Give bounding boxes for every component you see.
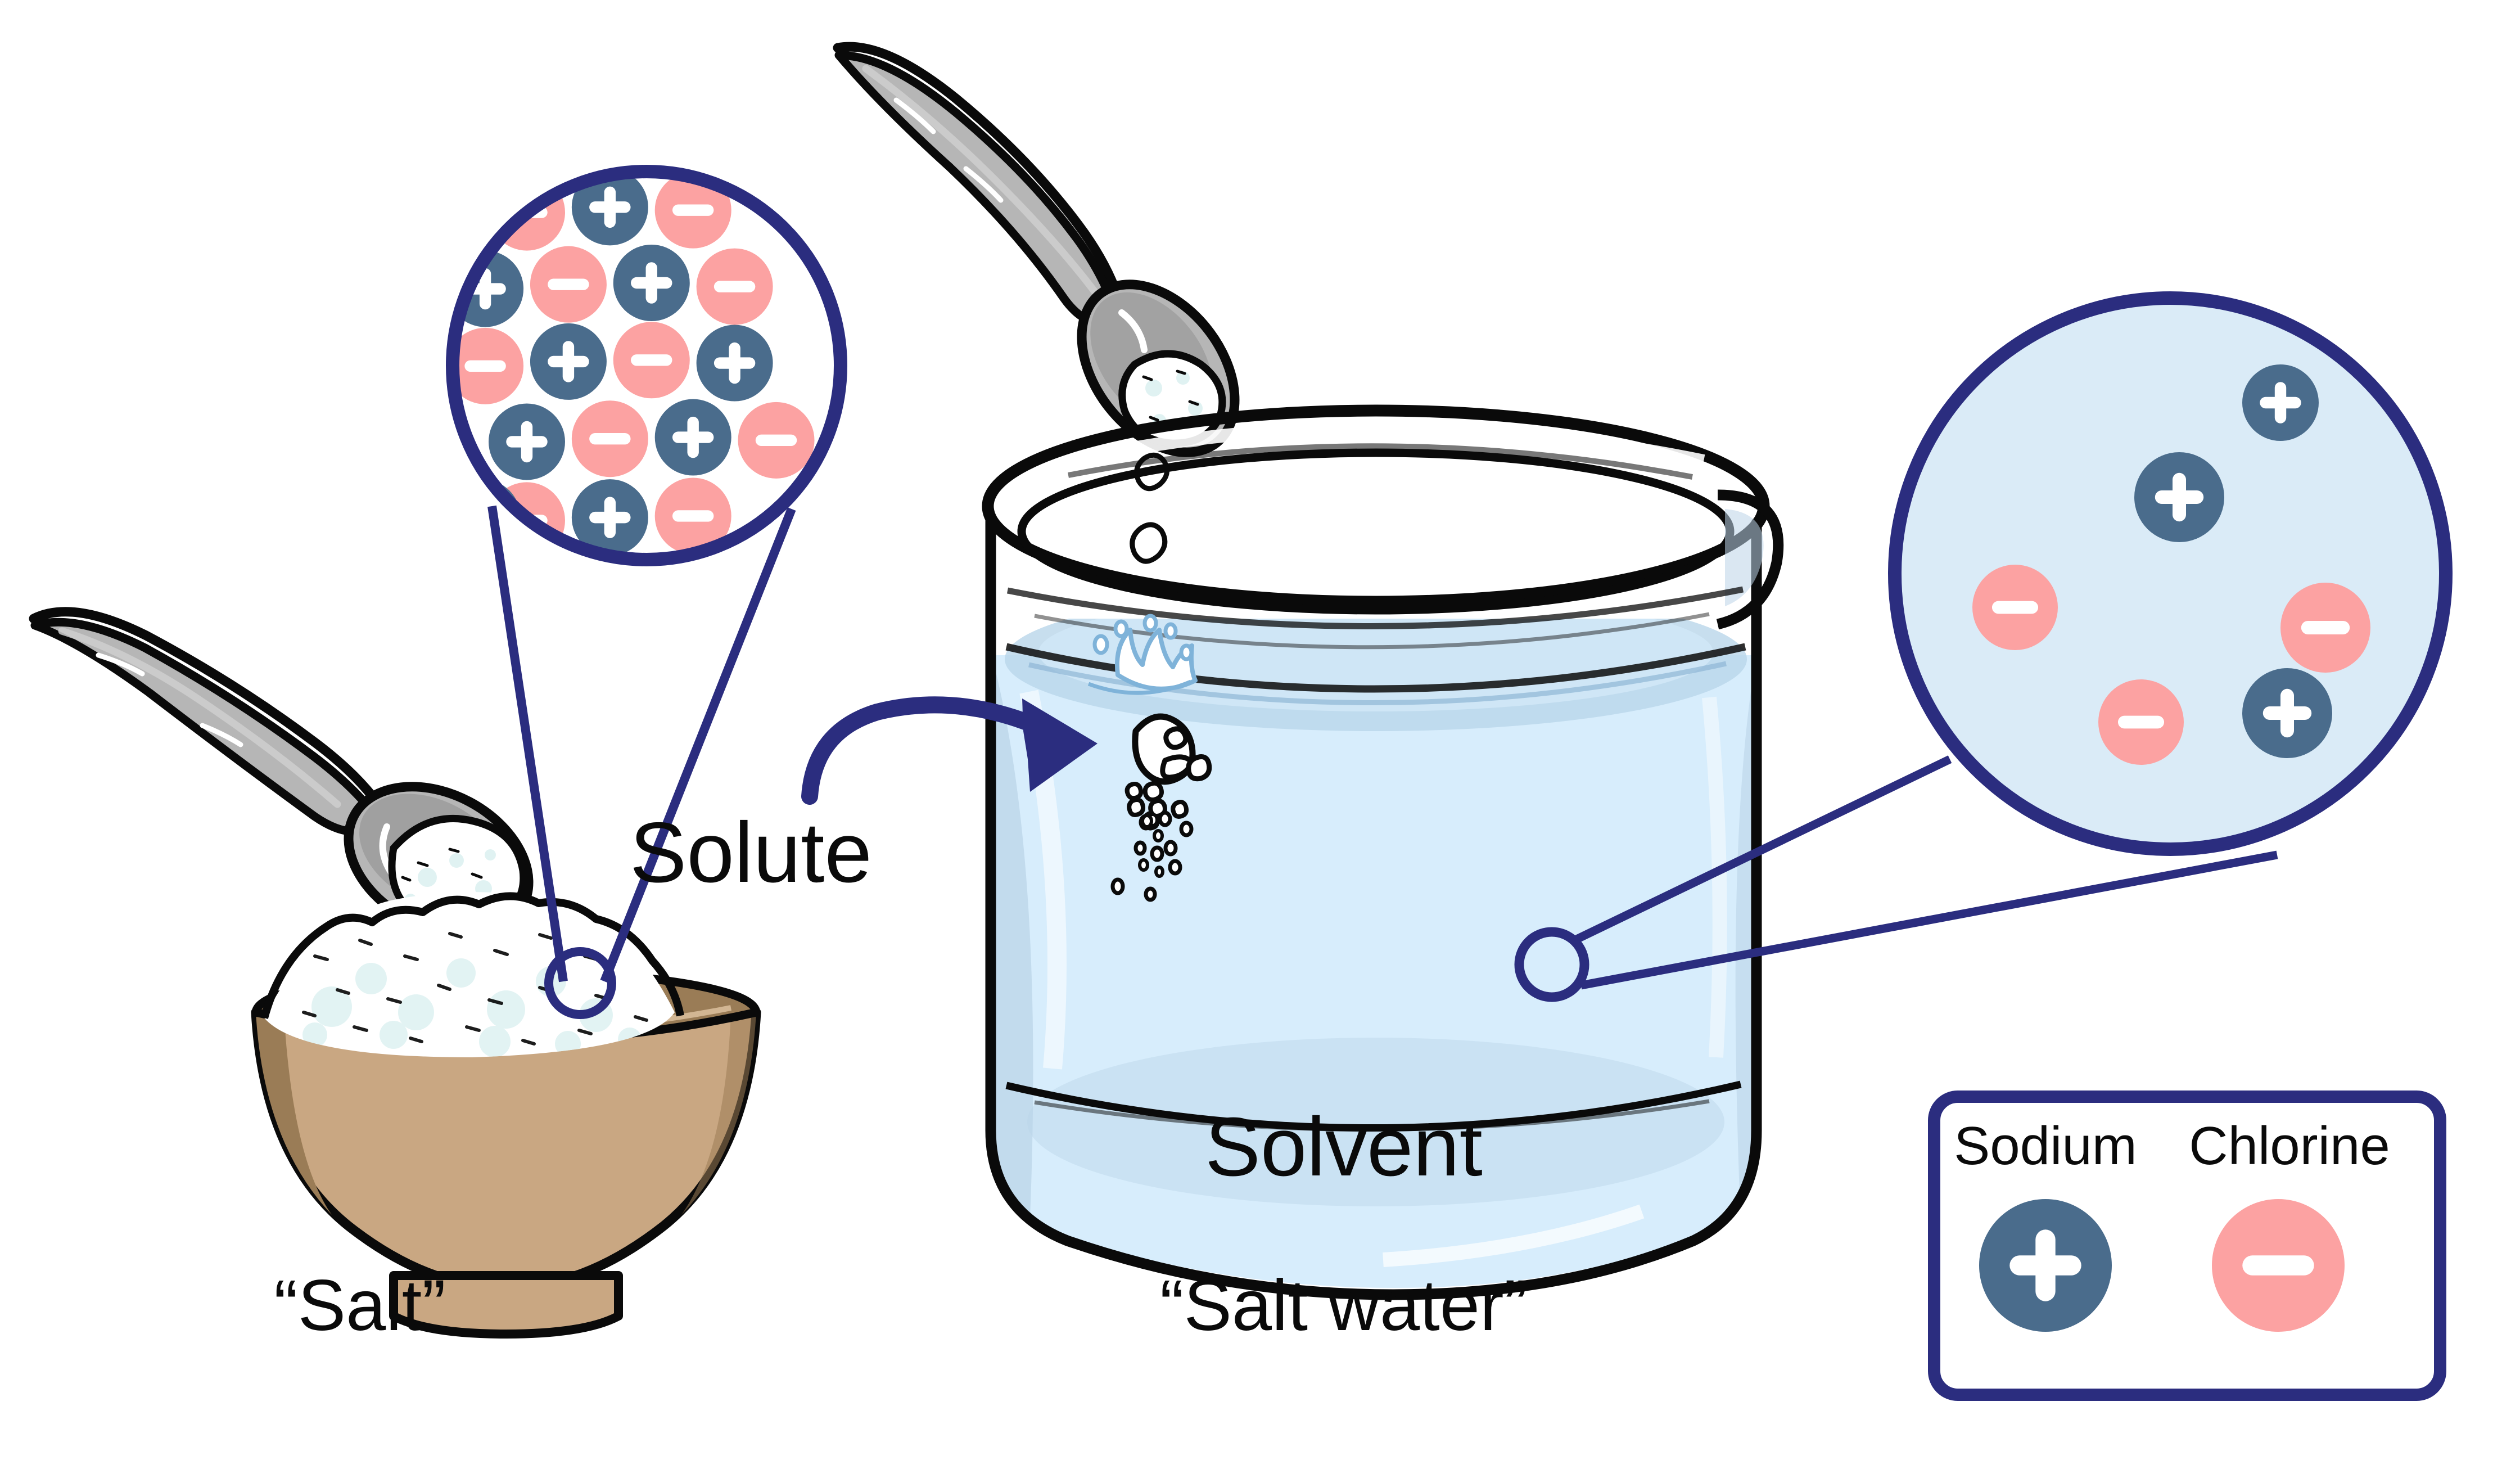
crystal-lattice-content bbox=[453, 172, 841, 560]
lattice-ion-chlorine bbox=[530, 246, 607, 323]
crystal-magnifier-circle bbox=[446, 165, 847, 566]
lattice-ion-chlorine bbox=[613, 322, 690, 399]
solution-magnifier-circle bbox=[1888, 291, 2453, 856]
dissolved-ions-content bbox=[1895, 298, 2446, 849]
lattice-ion-sodium bbox=[613, 245, 690, 321]
lattice-ion-chlorine bbox=[654, 172, 731, 249]
beaker-icon bbox=[982, 404, 1784, 1300]
dissolving-salt-crystals bbox=[1110, 713, 1212, 902]
solution-leader-lines bbox=[1514, 755, 2278, 1002]
lattice-ion-sodium bbox=[571, 479, 648, 556]
legend-chip-chlorine bbox=[2212, 1199, 2345, 1332]
legend-label-sodium: Sodium bbox=[1954, 1116, 2137, 1176]
solution-focus-marker bbox=[1514, 927, 1589, 1002]
lattice-ion-sodium bbox=[571, 172, 648, 246]
salt-bowl-icon bbox=[251, 892, 761, 1339]
dissolved-ion-sodium bbox=[2242, 364, 2319, 441]
lattice-ion-chlorine bbox=[453, 327, 524, 404]
solvent-label: Solvent bbox=[1205, 1101, 1483, 1193]
dissolved-ion-sodium bbox=[2242, 668, 2332, 758]
salt-label: “Salt” bbox=[274, 1265, 446, 1346]
water-splash bbox=[1087, 614, 1198, 695]
dissolved-ion-chlorine bbox=[1972, 565, 2058, 650]
lattice-leader-lines bbox=[487, 505, 796, 1019]
lattice-ion-chlorine bbox=[696, 248, 773, 325]
solute-label: Solute bbox=[630, 805, 872, 900]
salt-water-label: “Salt water” bbox=[1159, 1265, 1528, 1346]
lattice-ion-chlorine bbox=[654, 477, 731, 555]
dissolved-ion-chlorine bbox=[2098, 679, 2184, 765]
legend-box bbox=[1928, 1091, 2446, 1401]
lattice-ion-chlorine bbox=[738, 402, 815, 479]
dissolved-ion-sodium bbox=[2134, 452, 2224, 542]
legend-chip-sodium bbox=[1979, 1199, 2112, 1332]
falling-salt-grains bbox=[1130, 452, 1169, 564]
solute-arrow bbox=[801, 696, 1098, 805]
pouring-spoon-icon bbox=[833, 42, 1240, 457]
dissolved-ion-chlorine bbox=[2280, 583, 2370, 673]
lattice-ion-sodium bbox=[453, 479, 521, 556]
lattice-ion-sodium bbox=[530, 323, 607, 400]
lattice-ion-sodium bbox=[489, 403, 565, 480]
lattice-ion-sodium bbox=[696, 325, 773, 402]
lattice-focus-marker bbox=[544, 947, 616, 1019]
legend-label-chlorine: Chlorine bbox=[2189, 1116, 2390, 1176]
lattice-ion-sodium bbox=[654, 399, 731, 476]
lattice-ion-chlorine bbox=[571, 400, 648, 477]
